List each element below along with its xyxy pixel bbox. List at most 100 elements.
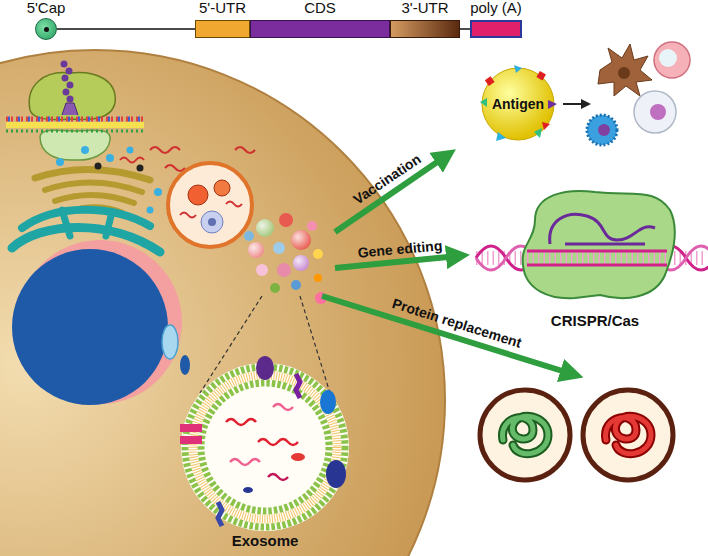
drawing-circle: [168, 163, 252, 247]
drawing-path: [226, 202, 242, 207]
drawing-path: [235, 147, 255, 153]
drawing-ellipse: [162, 325, 178, 359]
drawing-path: [120, 158, 144, 163]
pathway-label: Gene editing: [357, 237, 443, 260]
polya-segment: poly (A): [470, 0, 522, 40]
drawing-circle: [193, 375, 337, 519]
drawing-path: [606, 416, 651, 453]
drawing-circle: [256, 219, 274, 237]
drawing-circle: [256, 219, 274, 237]
drawing-circle: [181, 363, 349, 531]
drawing-path: [165, 165, 185, 171]
drawing-rect: [6, 122, 144, 128]
mrna-segment-bar: [195, 20, 250, 38]
drawing-ellipse: [256, 356, 274, 380]
endosome: [168, 163, 252, 247]
drawing-path: [523, 191, 675, 298]
antigen-sphere: Antigen: [478, 64, 558, 144]
drawing-ellipse: [291, 453, 305, 461]
drawing-path: [273, 404, 293, 410]
drawing-line: [527, 251, 667, 265]
exo-shape: [178, 362, 352, 534]
drawing-circle: [598, 124, 610, 136]
drawing-path: [35, 169, 150, 180]
drawing-rect: [536, 71, 546, 81]
segment-label: 5'-UTR: [199, 0, 246, 16]
ribosome: [6, 61, 144, 161]
drawing-circle: [480, 390, 570, 480]
segment-label: poly (A): [470, 0, 522, 16]
drawing-circle: [201, 383, 329, 511]
drawing-path: [40, 130, 110, 160]
drawing-circle: [95, 163, 102, 170]
drawing-path: [514, 65, 522, 73]
drawing-circle: [214, 180, 230, 196]
drawing-circle: [482, 68, 554, 140]
drawing-rect: [180, 424, 202, 432]
drawing-circle: [12, 249, 168, 405]
drawing-path: [29, 72, 115, 119]
drawing-ellipse: [320, 390, 336, 414]
drawing-circle: [56, 158, 64, 166]
presentation-arrow: [563, 103, 586, 105]
drawing-circle: [659, 49, 677, 67]
drawing-path: [22, 210, 150, 228]
mrna-segment-bar: [390, 20, 460, 38]
cds-segment: CDS: [250, 0, 390, 40]
drawing-circle: [248, 242, 264, 258]
mrna-segment-bar: [470, 20, 522, 38]
drawing-ellipse: [180, 355, 190, 375]
drawing-path: [534, 128, 542, 138]
node-label: CRISPR/Cas: [505, 312, 685, 330]
drawing-circle: [66, 68, 73, 75]
drawing-path: [548, 100, 557, 109]
drawing-circle: [63, 89, 70, 96]
crispr-cas-complex: CRISPR/Cas: [505, 180, 685, 332]
cell-body: [0, 50, 445, 556]
drawing-circle: [634, 91, 676, 133]
drawing-circle: [277, 263, 291, 277]
drawing-circle: [583, 390, 673, 480]
drawing-circle: [185, 367, 345, 527]
drawing-circle: [62, 75, 69, 82]
drawing-path: [480, 98, 487, 107]
utr5-segment: 5'-UTR: [195, 0, 250, 40]
drawing-ellipse: [326, 460, 346, 488]
drawing-circle: [67, 82, 74, 89]
drawing-path: [45, 182, 142, 192]
drawing-circle: [201, 211, 223, 233]
drawing-circle: [291, 280, 301, 290]
drawing-path: [598, 44, 652, 96]
drawing-path: [606, 416, 651, 453]
drawing-path: [150, 147, 180, 153]
drawing-circle: [293, 255, 309, 271]
drawing-path: [62, 210, 70, 236]
drawing-circle: [81, 146, 89, 154]
drawing-circle: [273, 242, 285, 254]
drawing-circle: [307, 221, 317, 231]
drawing-path: [503, 416, 548, 453]
segment-label: 3'-UTR: [401, 0, 448, 16]
node-label: Exosome: [178, 532, 352, 550]
drawing-circle: [313, 249, 323, 259]
drawing-path: [550, 214, 655, 244]
segment-label: 5'Cap: [27, 0, 66, 16]
backbone-line: [57, 28, 195, 30]
drawing-path: [230, 459, 260, 465]
drawing-circle: [618, 67, 630, 79]
drawing-path: [226, 419, 256, 425]
drawing-circle: [208, 218, 216, 226]
drawing-circle: [291, 230, 311, 250]
drawing-path: [218, 502, 222, 526]
endoplasmic-reticulum: [12, 210, 160, 252]
drawing-path: [296, 374, 300, 398]
drawing-line: [527, 264, 667, 267]
drawing-path: [503, 416, 548, 453]
drawing-line: [322, 296, 572, 374]
drawing-circle: [244, 231, 254, 241]
drawing-circle: [127, 147, 134, 154]
drawing-path: [55, 195, 134, 203]
drawing-path: [62, 103, 78, 115]
vesicle-cluster: [244, 213, 327, 304]
